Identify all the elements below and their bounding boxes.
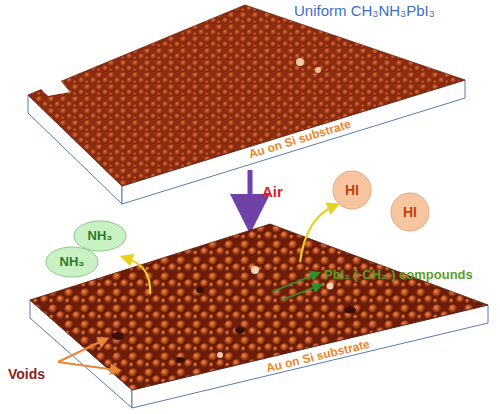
material-label: Uniform CH₃NH₃PbI₃ — [294, 2, 435, 19]
gas-molecule-circle: HI — [332, 170, 372, 210]
bottom-slab — [30, 224, 488, 408]
molecule-formula: HI — [403, 204, 417, 220]
air-arrow — [248, 170, 253, 214]
gas-molecule-ellipse: NH₃ — [73, 220, 127, 252]
voids-arrow — [58, 362, 116, 370]
molecule-formula: HI — [345, 182, 359, 198]
molecule-formula: NH₃ — [60, 255, 85, 270]
gas-molecule-ellipse: NH₃ — [45, 246, 99, 278]
hi-release-arrow — [300, 206, 334, 262]
defect-label: Voids — [8, 366, 45, 382]
voids-arrow — [58, 340, 104, 362]
condition-label: Air — [262, 183, 283, 200]
product-label: PbI₂ (-CH₂-) compounds — [324, 268, 473, 283]
pbi2-arrow — [282, 286, 318, 300]
top-slab — [28, 5, 465, 204]
molecule-formula: NH₃ — [88, 229, 113, 244]
nh3-release-arrow — [126, 258, 150, 294]
gas-molecule-circle: HI — [390, 192, 430, 232]
